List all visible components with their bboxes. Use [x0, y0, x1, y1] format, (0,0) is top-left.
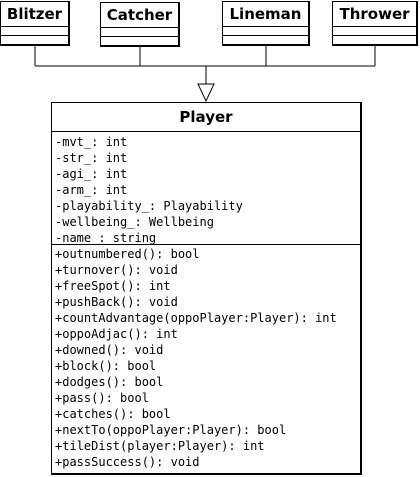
class-method: +downed(): void — [55, 343, 164, 357]
class-method: +dodges(): bool — [55, 375, 164, 389]
class-name-lineman: Lineman — [223, 2, 308, 27]
class-attribute: -name_: string — [55, 231, 157, 245]
class-name-blitzer: Blitzer — [1, 2, 68, 27]
class-method: +catches(): bool — [55, 407, 171, 421]
class-method: +turnover(): void — [55, 263, 178, 277]
class-method: +passSuccess(): void — [55, 455, 200, 469]
class-attribute: -agi_: int — [55, 167, 128, 181]
class-name-thrower: Thrower — [333, 2, 416, 27]
methods-compartment-blitzer — [1, 36, 68, 44]
class-method: +pushBack(): void — [55, 295, 178, 309]
class-attribute: -arm_: int — [55, 183, 128, 197]
class-method: +pass(): bool — [55, 391, 149, 405]
attributes-compartment-catcher — [101, 28, 178, 37]
class-method: +outnumbered(): bool — [55, 247, 200, 261]
class-box-catcher[interactable]: Catcher — [100, 2, 180, 47]
class-method: +oppoAdjac(): int — [55, 327, 178, 341]
class-box-lineman[interactable]: Lineman — [222, 1, 310, 46]
attributes-compartment-blitzer — [1, 27, 68, 36]
attributes-compartment-player: -mvt_: int -str_: int -agi_: int -arm_: int… — [52, 132, 360, 245]
methods-compartment-catcher — [101, 37, 178, 45]
class-method: +tileDist(player:Player): int — [55, 439, 265, 453]
class-attribute: -wellbeing_: Wellbeing — [55, 215, 214, 229]
class-attribute: -str_: int — [55, 151, 128, 165]
class-attribute: -playability_: Playability — [55, 199, 243, 213]
class-method: +freeSpot(): int — [55, 279, 171, 293]
class-box-thrower[interactable]: Thrower — [332, 1, 418, 46]
class-attribute: -mvt_: int — [55, 135, 128, 149]
class-name-catcher: Catcher — [101, 3, 178, 28]
methods-compartment-thrower — [333, 36, 416, 44]
methods-compartment-lineman — [223, 36, 308, 44]
class-method: +nextTo(oppoPlayer:Player): bool — [55, 423, 287, 437]
generalization-arrowhead — [197, 83, 215, 103]
class-name-player: Player — [52, 103, 360, 132]
attributes-compartment-thrower — [333, 27, 416, 36]
class-box-blitzer[interactable]: Blitzer — [0, 1, 70, 46]
methods-compartment-player: +outnumbered(): bool +turnover(): void +fr… — [52, 245, 360, 470]
class-box-player[interactable]: Player -mvt_: int -str_: int -agi_: int -ar… — [51, 102, 362, 475]
class-method: +block(): bool — [55, 359, 157, 373]
attributes-compartment-lineman — [223, 27, 308, 36]
class-method: +countAdvantage(oppoPlayer:Player): int — [55, 311, 337, 325]
